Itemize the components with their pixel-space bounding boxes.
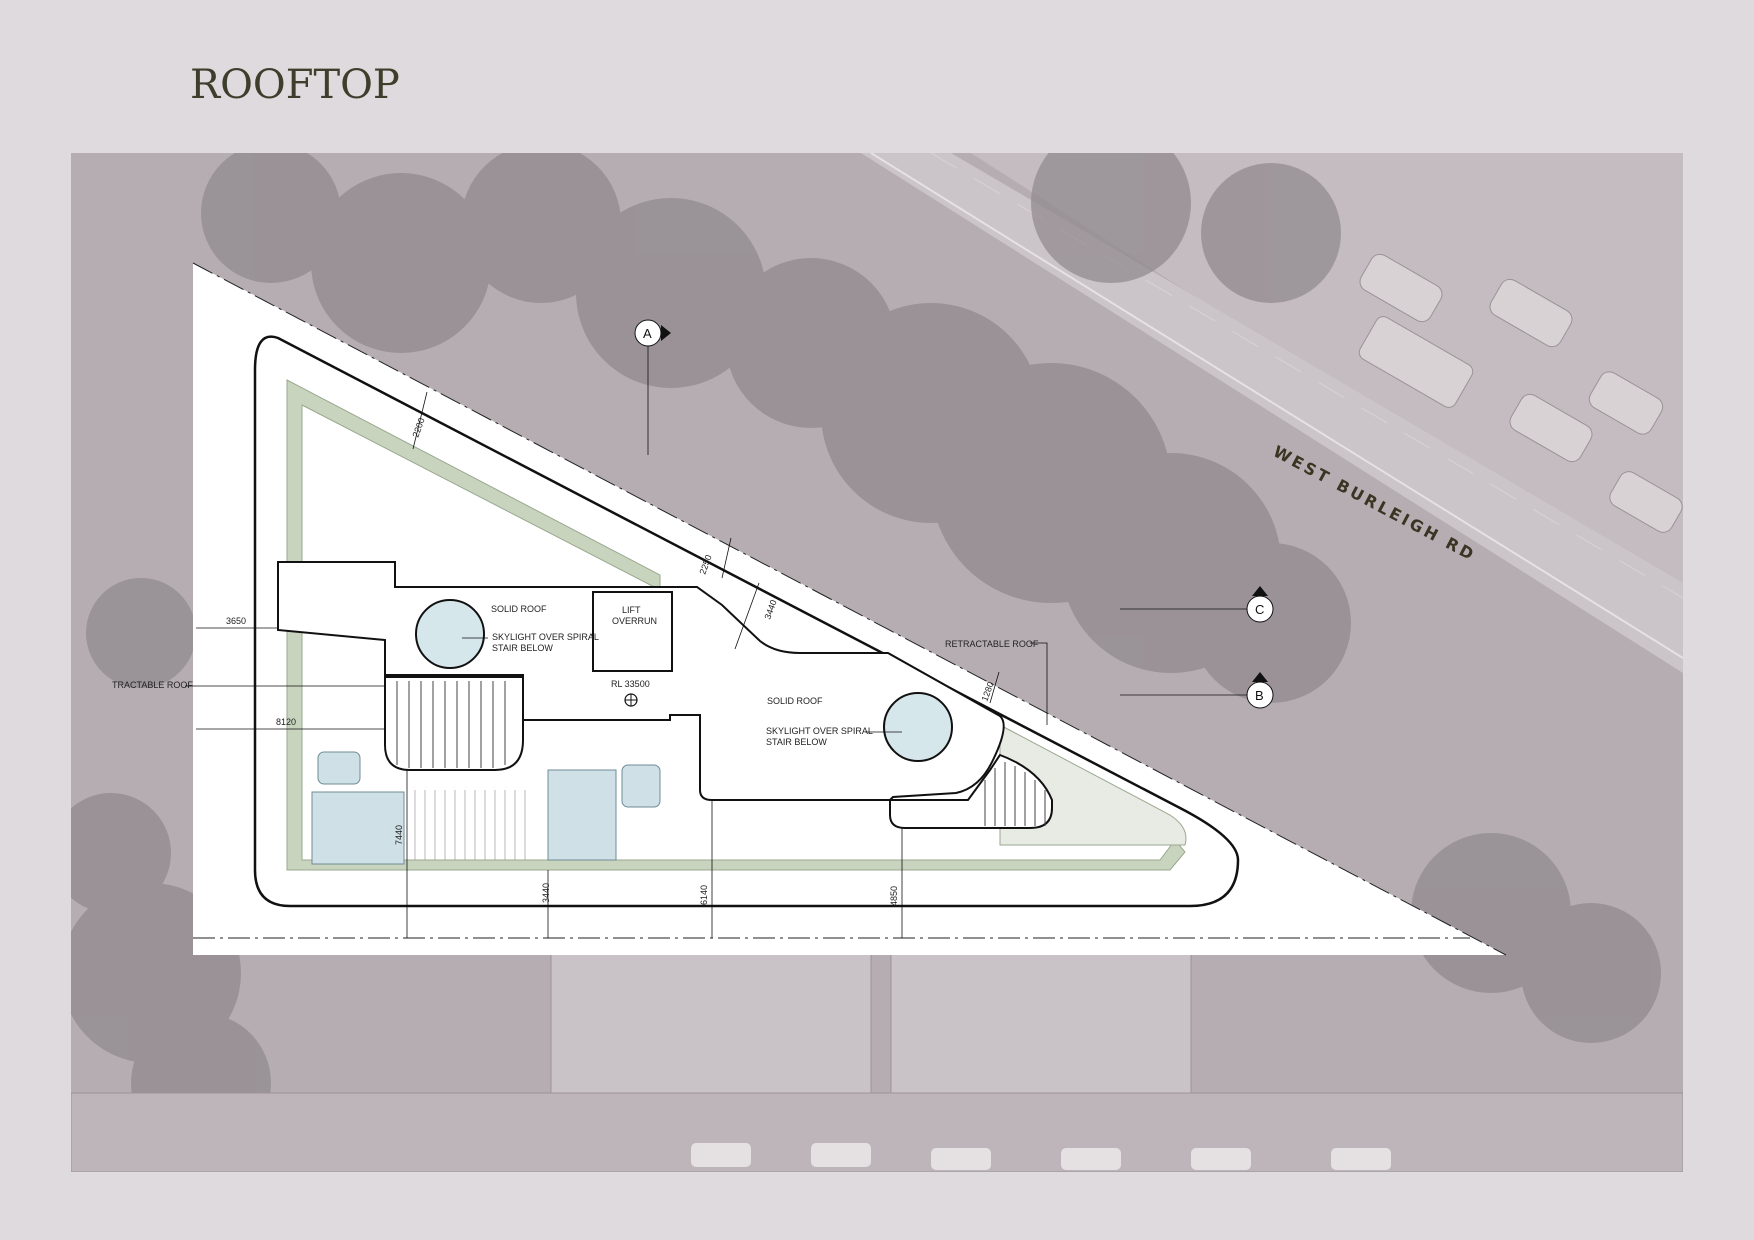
dim-6140: 6140: [699, 885, 709, 905]
page-title: ROOFTOP: [190, 62, 400, 108]
lift-overrun: [592, 591, 673, 672]
dim-8120: 8120: [276, 717, 296, 727]
label-rl: RL 33500: [611, 679, 650, 689]
label-lift-line1: LIFT: [622, 605, 641, 615]
label-skylight-1-line2: STAIR BELOW: [492, 643, 553, 653]
dim-7440: 7440: [394, 825, 404, 845]
pool-center: [547, 769, 617, 861]
retractable-roof-right: [889, 753, 1053, 829]
section-marker-a-label: A: [643, 326, 652, 341]
skylight-circle-left: [415, 599, 485, 669]
label-skylight-1-line1: SKYLIGHT OVER SPIRAL: [492, 632, 599, 642]
label-solid-roof-1: SOLID ROOF: [491, 604, 547, 614]
label-lift-line2: OVERRUN: [612, 616, 657, 626]
skylight-circle-right: [883, 692, 953, 762]
pool-left: [311, 791, 405, 865]
street-name: WEST BURLEIGH RD: [1270, 442, 1479, 565]
landscape-strip: [286, 379, 1186, 871]
section-marker-c-label: C: [1255, 602, 1264, 617]
label-retractable-left: TRACTABLE ROOF: [112, 680, 193, 690]
label-retractable-right: RETRACTABLE ROOF: [945, 639, 1039, 649]
label-skylight-2-line1: SKYLIGHT OVER SPIRAL: [766, 726, 873, 736]
aerial-photo-graphic: [71, 153, 1683, 1172]
label-solid-roof-2: SOLID ROOF: [767, 696, 823, 706]
section-marker-b-label: B: [1255, 688, 1264, 703]
dim-3650: 3650: [226, 616, 246, 626]
retractable-roof-left: [384, 676, 524, 771]
label-skylight-2-line2: STAIR BELOW: [766, 737, 827, 747]
dim-4850: 4850: [889, 886, 899, 906]
dim-3440-bottom: 3440: [541, 883, 551, 903]
